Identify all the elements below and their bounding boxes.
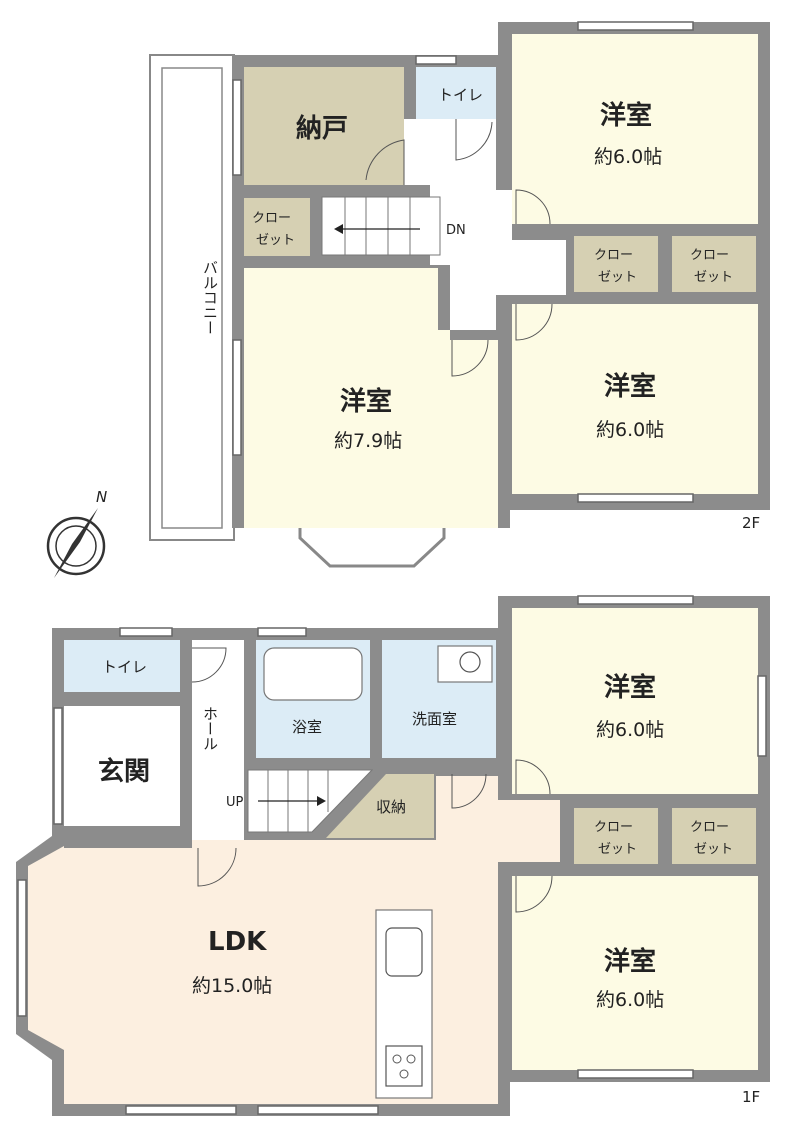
closet-2f-a: [244, 198, 310, 256]
room-2f-ne-size: 約6.0帖: [594, 146, 662, 168]
closet-2f-b-line1: クロー: [594, 248, 633, 263]
closet-1f-a: [574, 808, 658, 864]
room-2f-se-size: 約6.0帖: [596, 419, 664, 441]
room-1f-ne-size: 約6.0帖: [596, 719, 664, 741]
hall: [192, 640, 244, 840]
closet-2f-a-line1: クロー: [252, 211, 291, 226]
room-1f-ne: [512, 608, 758, 794]
room-1f-se-size: 約6.0帖: [596, 989, 664, 1011]
room-2f-se: [512, 304, 758, 494]
storage-1f: [326, 774, 434, 838]
bath-label: 浴室: [292, 718, 322, 736]
floor-2-label: 2F: [742, 514, 760, 532]
toilet-1f: [64, 640, 180, 692]
closet-1f-b-line2: ゼット: [694, 842, 733, 857]
toilet-1f-label: トイレ: [102, 658, 147, 676]
room-2f-center: [244, 268, 498, 528]
closet-1f-b: [672, 808, 756, 864]
compass-north: N: [96, 488, 107, 506]
ldk-name: LDK: [208, 927, 267, 957]
entrance: [64, 706, 180, 826]
room-2f-ne: [512, 34, 758, 224]
closet-2f-b-line2: ゼット: [598, 270, 637, 285]
hall-label: ホール: [201, 706, 219, 751]
closet-2f-b: [574, 236, 658, 292]
room-1f-se: [512, 876, 758, 1070]
closet-1f-b-line1: クロー: [690, 820, 729, 835]
floor-2: バルコニー DN クロー ゼット: [149, 21, 770, 568]
room-2f-center-name: 洋室: [340, 386, 392, 417]
washroom-label: 洗面室: [412, 710, 457, 728]
closet-1f-a-line2: ゼット: [598, 842, 637, 857]
compass-icon: N: [46, 488, 107, 578]
room-1f-se-name: 洋室: [604, 946, 656, 977]
closet-2f-c-line2: ゼット: [694, 270, 733, 285]
room-2f-ne-name: 洋室: [600, 100, 652, 131]
room-2f-se-name: 洋室: [604, 371, 656, 402]
room-1f-ne-name: 洋室: [604, 672, 656, 703]
floor-1-label: 1F: [742, 1088, 760, 1106]
ldk-size: 約15.0帖: [192, 975, 272, 997]
closet-2f-c: [672, 236, 756, 292]
floor-1: UP: [16, 595, 770, 1116]
hallway-2f: [404, 119, 566, 330]
room-2f-center-size: 約7.9帖: [334, 430, 402, 452]
stairs-down-label: DN: [446, 223, 466, 238]
closet-1f-a-line1: クロー: [594, 820, 633, 835]
entrance-label: 玄関: [98, 756, 150, 787]
bay-window-2f: [298, 528, 446, 568]
closet-2f-c-line1: クロー: [690, 248, 729, 263]
stairs-up-label: UP: [226, 795, 244, 810]
storage-1f-label: 収納: [376, 798, 406, 816]
toilet-2f-label: トイレ: [438, 86, 483, 104]
closet-2f-a-line2: ゼット: [256, 233, 295, 248]
balcony-label: バルコニー: [201, 260, 219, 335]
storage-room-label: 納戸: [296, 113, 348, 144]
storage-room: [244, 67, 404, 185]
toilet-2f: [416, 67, 496, 119]
